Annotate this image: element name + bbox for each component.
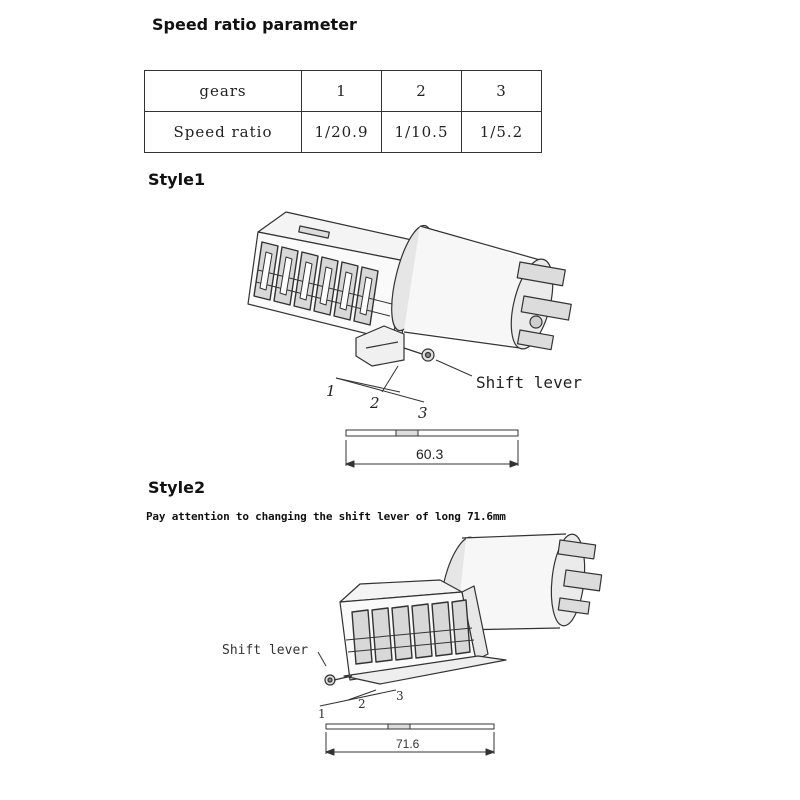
shift-lever-callout: Shift lever [222,643,308,658]
position-label: 3 [396,689,404,703]
table-cell: 1/5.2 [461,111,542,153]
table-row: gears 1 2 3 [144,70,542,112]
table-cell: 3 [461,70,542,112]
shift-lever-callout: Shift lever [476,373,582,392]
style1-motor-drawing: Shift lever 1 2 3 60.3 [247,211,582,468]
style2-motor-drawing: Shift lever 1 2 3 71.6 [222,533,603,756]
style1-labels: Shift lever 1 2 3 60.3 [326,373,582,462]
style2-note: Pay attention to changing the shift leve… [146,510,506,523]
style2-labels: Shift lever 1 2 3 71.6 [222,643,420,751]
position-label: 1 [318,707,326,721]
table-row: Speed ratio 1/20.9 1/10.5 1/5.2 [144,111,542,153]
dimension-label: 60.3 [416,446,443,462]
motor-can [391,224,572,351]
style2-dimension [325,723,495,756]
style2-heading: Style2 [148,478,206,497]
table-cell: 1/10.5 [381,111,462,153]
motor-can [440,533,603,632]
dimension-label: 71.6 [396,737,420,751]
gearbox-housing [324,579,507,686]
position-label: 1 [326,382,336,400]
style1-dimension [345,429,519,468]
page-title: Speed ratio parameter [152,15,357,34]
table-cell: 1/20.9 [301,111,382,153]
position-label: 2 [358,697,366,711]
style1-heading: Style1 [148,170,206,189]
shift-position-lines [317,651,397,707]
shift-position-lines [335,359,473,403]
speed-ratio-table: gears 1 2 3 Speed ratio 1/20.9 1/10.5 1/… [144,70,542,153]
position-label: 2 [369,394,380,412]
table-cell: gears [144,70,302,112]
position-label: 3 [418,404,428,422]
table-cell: Speed ratio [144,111,302,153]
